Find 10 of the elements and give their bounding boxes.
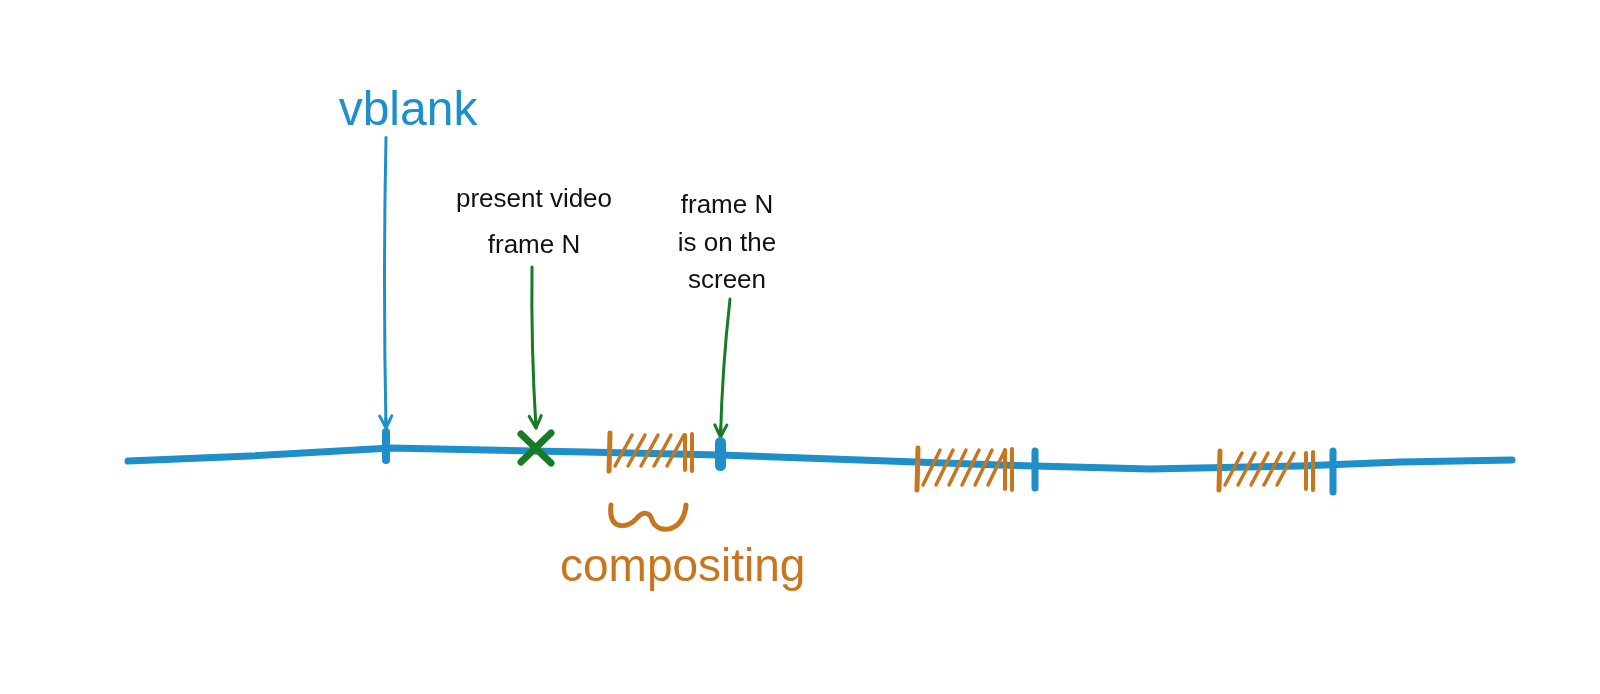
annotation-text: frame N is on the screen <box>672 186 782 300</box>
phase-label: compositing <box>560 538 806 593</box>
arrow <box>713 297 732 439</box>
annotation-text: present video frame N <box>448 176 620 267</box>
tick-mark <box>382 428 390 464</box>
arrow <box>378 136 394 430</box>
annotation-text: vblank <box>338 80 478 138</box>
cross-icon <box>516 428 556 468</box>
arrow <box>527 265 543 430</box>
tick-mark <box>715 437 726 471</box>
